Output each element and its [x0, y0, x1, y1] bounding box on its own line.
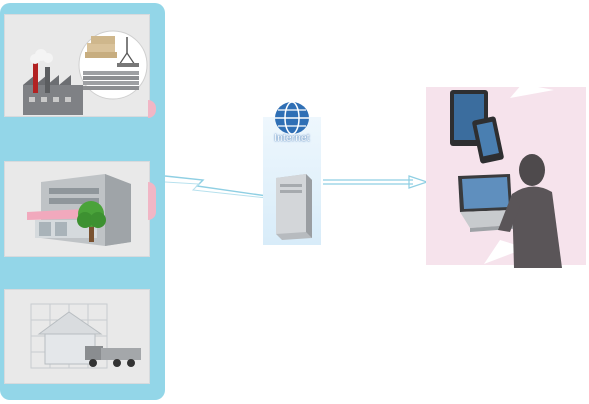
remote-user-illustration [450, 84, 562, 268]
smartphone-icon [472, 116, 504, 164]
construction-tile [4, 289, 150, 384]
tree-icon [77, 201, 106, 242]
pink-edge-arc [148, 182, 156, 220]
factory-tile [4, 14, 150, 117]
crane-hook-icon [117, 37, 139, 67]
server-tower-icon [276, 174, 312, 240]
globe-icon [275, 101, 309, 135]
steel-bars-icon [83, 71, 139, 90]
shop-tile [4, 161, 150, 257]
lumber-icon [85, 36, 117, 58]
internet-label: Internet [274, 133, 310, 144]
construction-illustration [30, 303, 141, 369]
shop-illustration [27, 174, 131, 246]
factory-icon [23, 49, 83, 115]
wireless-connector [164, 175, 268, 199]
factory-illustration [23, 30, 148, 115]
speech-bubble-icon [510, 84, 554, 98]
truck-icon [85, 346, 141, 367]
pink-edge-arc [148, 100, 156, 118]
person-silhouette-icon [498, 154, 562, 268]
server-to-user-arrow [323, 175, 429, 189]
